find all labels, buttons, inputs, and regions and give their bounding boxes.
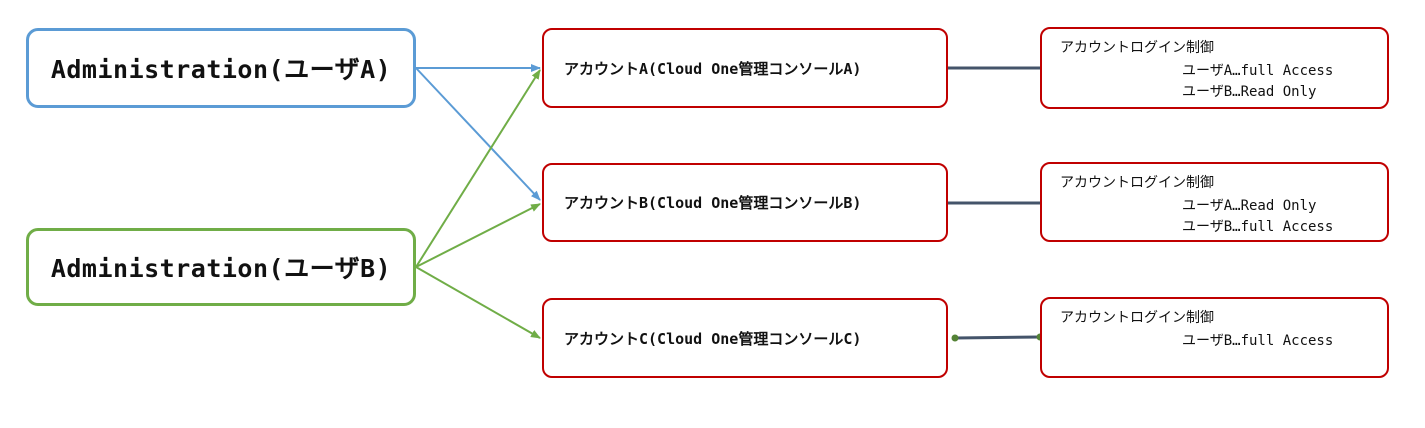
login-control-a-title: アカウントログイン制御 (1060, 40, 1214, 56)
login-control-a-box: アカウントログイン制御 ユーザA…full Access ユーザB…Read O… (1040, 27, 1389, 109)
link-account-c-control-c (954, 335, 1041, 340)
account-c-label: アカウントC(Cloud One管理コンソールC) (564, 329, 862, 348)
arrow-admin-b-to-account-a (415, 69, 541, 268)
login-control-b-box: アカウントログイン制御 ユーザA…Read Only ユーザB…full Acc… (1040, 162, 1389, 242)
login-control-a-line: ユーザA…full Access (1182, 63, 1334, 79)
login-control-b-line: ユーザB…full Access (1182, 219, 1334, 235)
arrow-admin-b-to-account-c (415, 266, 541, 339)
account-a-label: アカウントA(Cloud One管理コンソールA) (564, 59, 862, 78)
account-b-box: アカウントB(Cloud One管理コンソールB) (542, 163, 948, 242)
login-control-c-box: アカウントログイン制御 ユーザB…full Access (1040, 297, 1389, 378)
admin-user-a-box: Administration(ユーザA) (26, 28, 416, 108)
login-control-c-line: ユーザB…full Access (1182, 333, 1334, 349)
arrow-admin-a-to-account-b (415, 67, 541, 201)
account-b-label: アカウントB(Cloud One管理コンソールB) (564, 194, 862, 212)
account-c-box: アカウントC(Cloud One管理コンソールC) (542, 298, 948, 378)
login-control-a-line: ユーザB…Read Only (1182, 84, 1317, 100)
admin-user-b-label: Administration(ユーザB) (50, 254, 392, 283)
login-control-b-title: アカウントログイン制御 (1060, 175, 1214, 191)
arrow-admin-b-to-account-b (415, 203, 541, 268)
admin-user-a-label: Administration(ユーザA) (50, 55, 392, 84)
connector-dot (951, 334, 959, 342)
login-control-c-title: アカウントログイン制御 (1060, 310, 1214, 326)
login-control-b-line: ユーザA…Read Only (1182, 198, 1317, 214)
admin-user-b-box: Administration(ユーザB) (26, 228, 416, 306)
account-a-box: アカウントA(Cloud One管理コンソールA) (542, 28, 948, 108)
